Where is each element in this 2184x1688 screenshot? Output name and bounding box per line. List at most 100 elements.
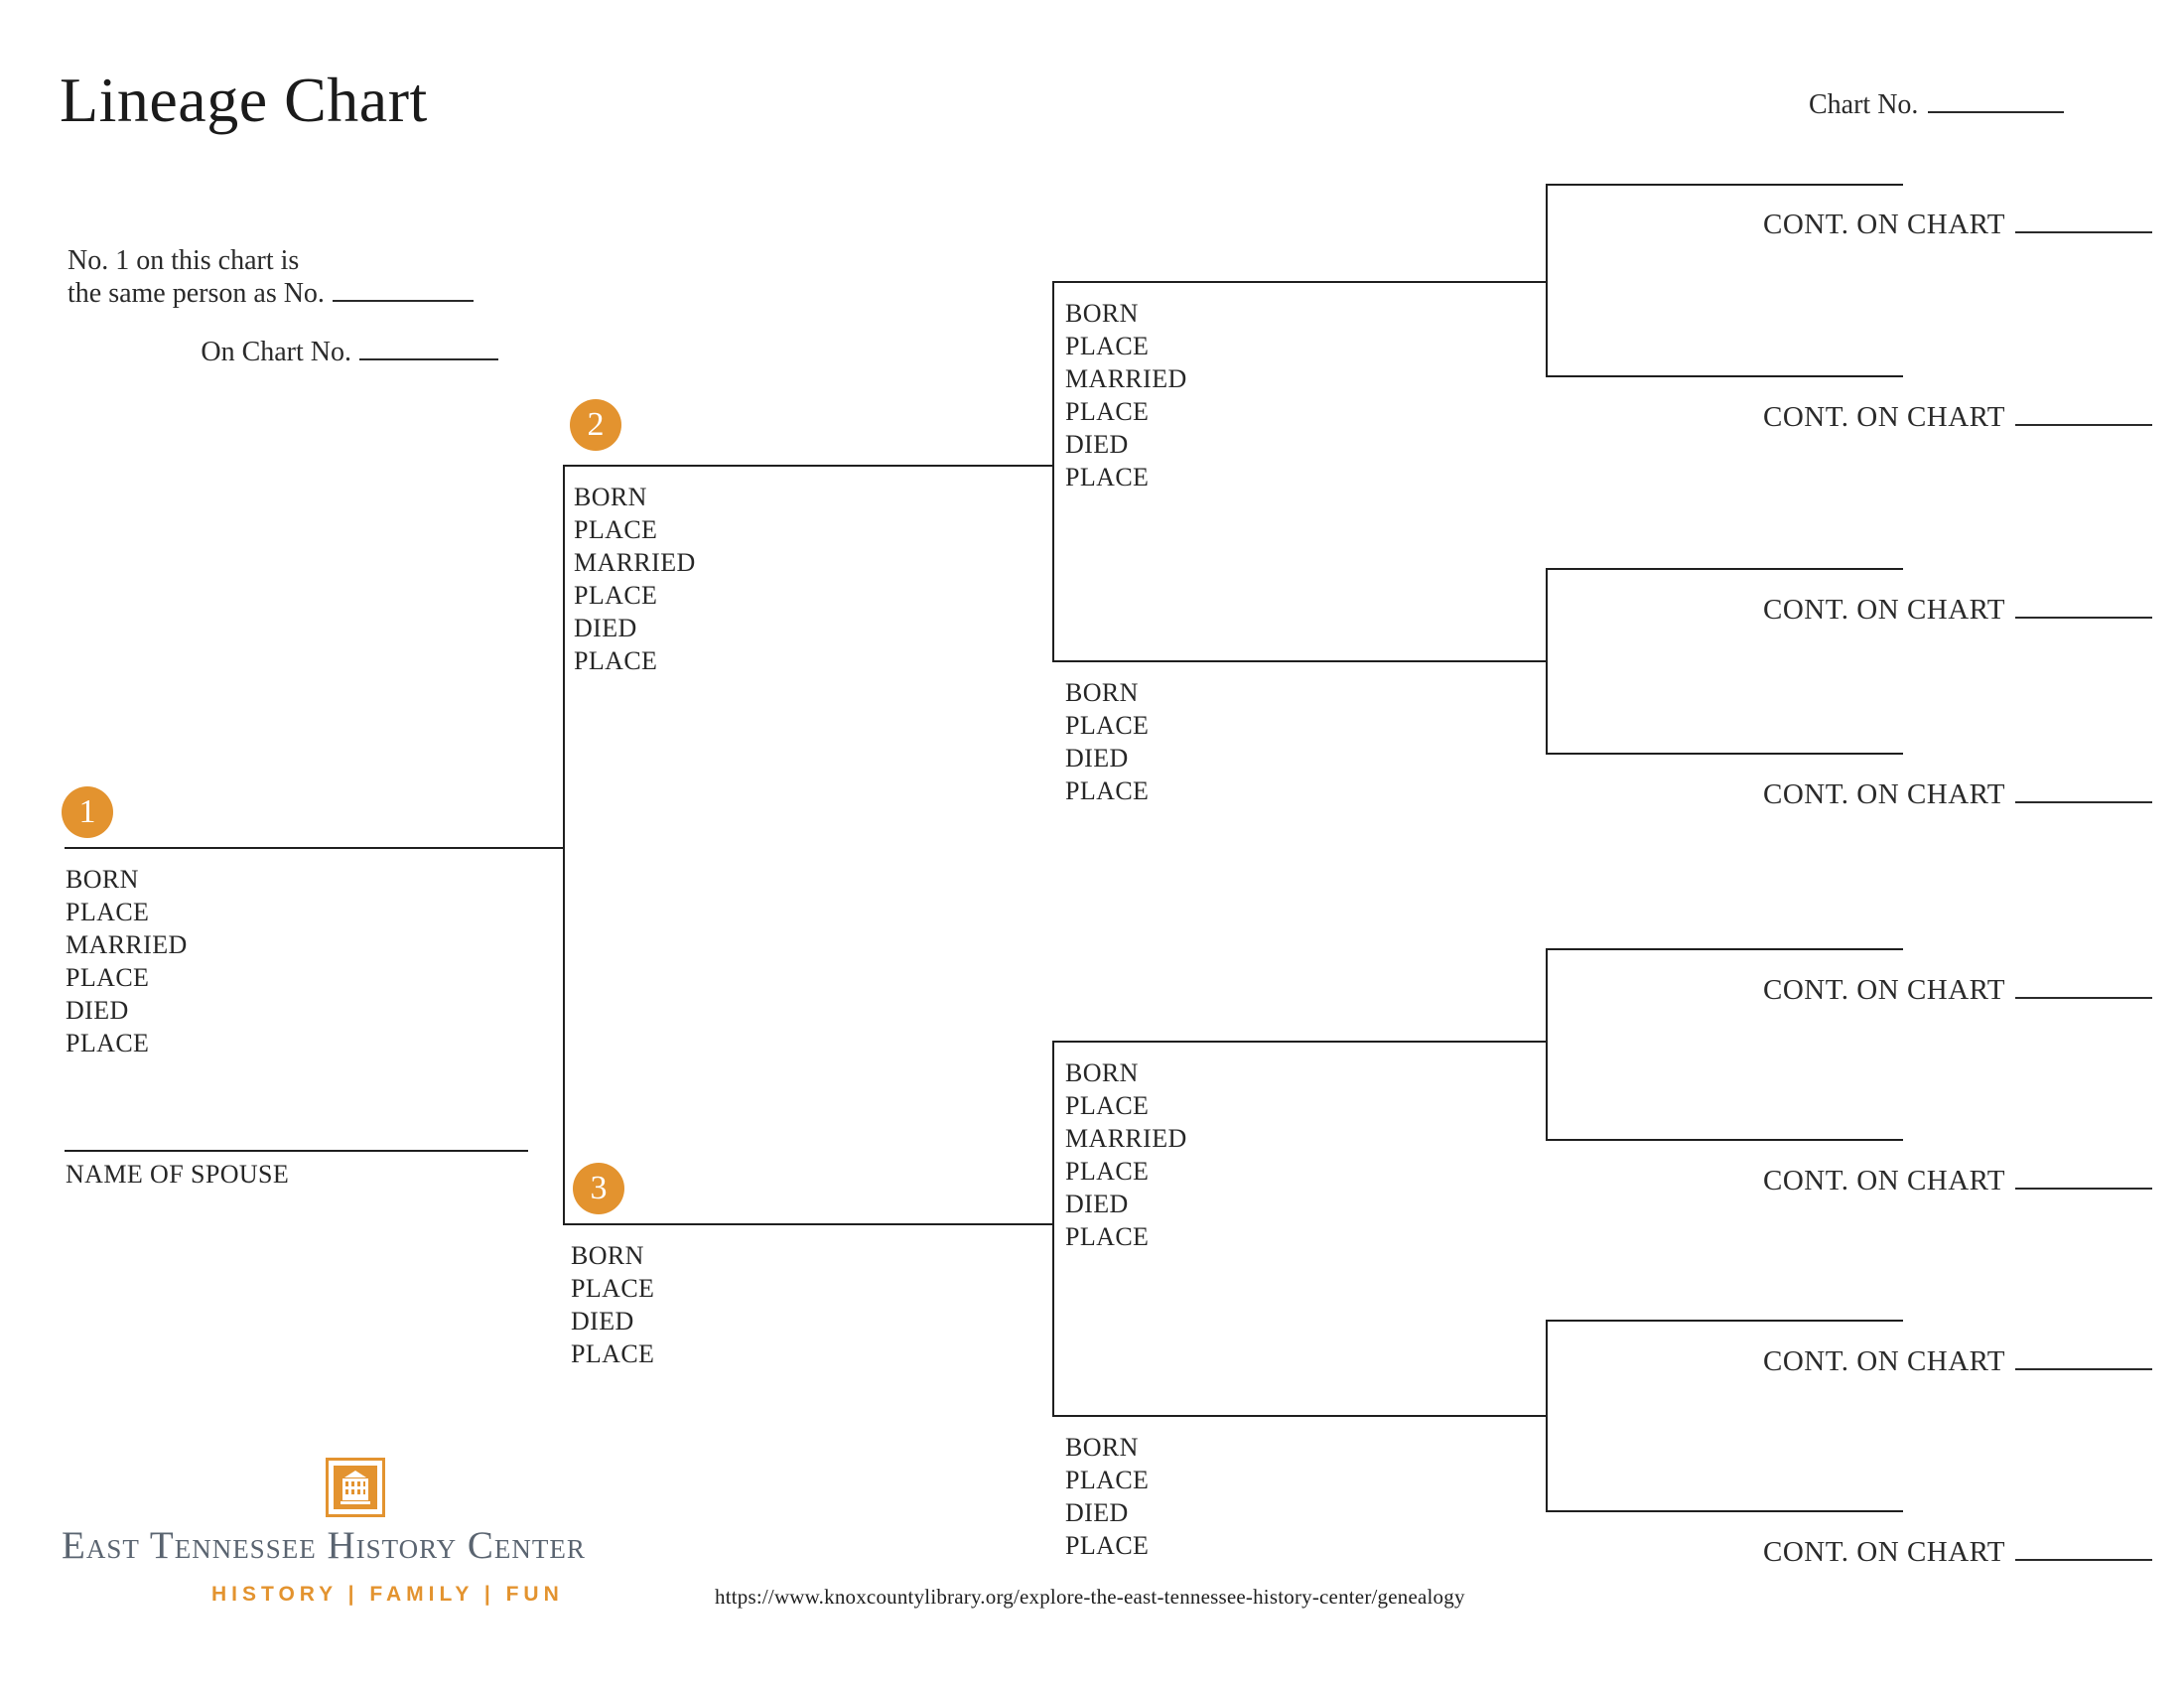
cont-on-chart-entry-5: CONT. ON CHART — [1688, 974, 2152, 1007]
cont-on-chart-entry-4: CONT. ON CHART — [1688, 778, 2152, 811]
field-label: PLACE — [1065, 1222, 1150, 1251]
field-label: PLACE — [574, 581, 658, 610]
spouse-label: NAME OF SPOUSE — [66, 1160, 290, 1189]
person-2-name-field[interactable] — [563, 465, 1052, 467]
field-label: PLACE — [1065, 1466, 1150, 1494]
bracket-3-bottom-line — [1546, 1139, 1903, 1141]
field-label: PLACE — [1065, 463, 1150, 492]
building-icon — [326, 1458, 385, 1517]
instruction-line-1: No. 1 on this chart is — [68, 245, 300, 276]
field-label: PLACE — [574, 646, 658, 675]
person-1-name-field[interactable] — [65, 847, 563, 849]
field-label: PLACE — [574, 515, 658, 544]
cont-on-chart-entry-6: CONT. ON CHART — [1688, 1165, 2152, 1197]
field-label: DIED — [1065, 1498, 1129, 1527]
bracket-2-top-line — [1546, 568, 1903, 570]
field-label: PLACE — [66, 898, 150, 926]
field-label: DIED — [66, 996, 129, 1025]
bracket-4-top-line — [1546, 1320, 1903, 1322]
field-label: PLACE — [1065, 332, 1150, 360]
same-person-no-field[interactable] — [332, 280, 474, 302]
instructions: No. 1 on this chart is the same person a… — [68, 244, 498, 368]
maternal-grandfather-name-field[interactable] — [1052, 1041, 1546, 1043]
paternal-grandfather-name-field[interactable] — [1052, 281, 1546, 283]
field-label: DIED — [1065, 430, 1129, 459]
person-1-field-labels: BORN PLACE MARRIED PLACE DIED PLACE — [66, 863, 188, 1059]
bracket-3-vertical — [1546, 948, 1548, 1141]
bracket-2-bottom-line — [1546, 753, 1903, 755]
paternal-grandmother-name-field[interactable] — [1052, 660, 1546, 662]
field-label: BORN — [66, 865, 139, 894]
cont-chart-no-field-6[interactable] — [2015, 1166, 2152, 1190]
cont-on-chart-entry-2: CONT. ON CHART — [1688, 401, 2152, 434]
field-label: PLACE — [1065, 776, 1150, 805]
bracket-2-vertical — [1546, 568, 1548, 755]
field-label: PLACE — [66, 963, 150, 992]
field-label: PLACE — [66, 1029, 150, 1057]
field-label: BORN — [1065, 299, 1139, 328]
bracket-3-top-line — [1546, 948, 1903, 950]
maternal-grandmother-name-field[interactable] — [1052, 1415, 1546, 1417]
bracket-4-vertical — [1546, 1320, 1548, 1512]
field-label: PLACE — [1065, 1157, 1150, 1186]
field-label: MARRIED — [1065, 1124, 1187, 1153]
chart-number-label: Chart No. — [1809, 89, 1919, 120]
cont-on-chart-entry-3: CONT. ON CHART — [1688, 594, 2152, 627]
field-label: BORN — [1065, 1058, 1139, 1087]
bracket-1-bottom-line — [1546, 375, 1903, 377]
connector-parents-of-2 — [1052, 281, 1054, 662]
connector-parents-of-1 — [563, 465, 565, 1225]
chart-number-group: Chart No. — [1809, 87, 2065, 121]
cont-chart-no-field-7[interactable] — [2015, 1346, 2152, 1370]
spouse-name-field[interactable] — [65, 1150, 528, 1152]
chart-number-field[interactable] — [1928, 87, 2065, 113]
cont-chart-no-field-2[interactable] — [2015, 402, 2152, 426]
cont-chart-no-field-8[interactable] — [2015, 1537, 2152, 1561]
field-label: PLACE — [571, 1339, 655, 1368]
person-1-number-badge: 1 — [62, 786, 113, 838]
on-chart-no-field[interactable] — [359, 339, 498, 360]
field-label: PLACE — [1065, 1091, 1150, 1120]
person-3-name-field[interactable] — [563, 1223, 1052, 1225]
field-label: BORN — [1065, 678, 1139, 707]
bracket-4-bottom-line — [1546, 1510, 1903, 1512]
cont-chart-no-field-4[interactable] — [2015, 779, 2152, 803]
field-label: MARRIED — [1065, 364, 1187, 393]
source-url: https://www.knoxcountylibrary.org/explor… — [715, 1585, 1465, 1609]
page-title: Lineage Chart — [60, 65, 428, 135]
field-label: PLACE — [1065, 397, 1150, 426]
field-label: DIED — [571, 1307, 634, 1336]
bracket-1-top-line — [1546, 184, 1903, 186]
field-label: DIED — [1065, 744, 1129, 773]
field-label: BORN — [571, 1241, 644, 1270]
org-name: East Tennessee History Center — [62, 1524, 586, 1567]
cont-chart-no-field-3[interactable] — [2015, 595, 2152, 619]
field-label: PLACE — [571, 1274, 655, 1303]
field-label: MARRIED — [574, 548, 696, 577]
field-label: BORN — [574, 483, 647, 511]
field-label: PLACE — [1065, 711, 1150, 740]
connector-parents-of-3 — [1052, 1041, 1054, 1417]
cont-chart-no-field-5[interactable] — [2015, 975, 2152, 999]
person-3-number-badge: 3 — [573, 1163, 624, 1214]
field-label: PLACE — [1065, 1531, 1150, 1560]
field-label: MARRIED — [66, 930, 188, 959]
cont-on-chart-entry-8: CONT. ON CHART — [1688, 1536, 2152, 1569]
maternal-grandmother-field-labels: BORN PLACE DIED PLACE — [1065, 1431, 1149, 1562]
cont-on-chart-entry-7: CONT. ON CHART — [1688, 1345, 2152, 1378]
cont-chart-no-field-1[interactable] — [2015, 210, 2152, 233]
maternal-grandfather-field-labels: BORN PLACE MARRIED PLACE DIED PLACE — [1065, 1056, 1187, 1253]
cont-on-chart-entry-1: CONT. ON CHART — [1688, 209, 2152, 241]
instruction-line-3: On Chart No. — [68, 336, 498, 368]
bracket-1-vertical — [1546, 184, 1548, 377]
org-tagline: HISTORY | FAMILY | FUN — [211, 1583, 564, 1606]
field-label: DIED — [1065, 1190, 1129, 1218]
person-2-number-badge: 2 — [570, 399, 621, 451]
field-label: BORN — [1065, 1433, 1139, 1462]
paternal-grandfather-field-labels: BORN PLACE MARRIED PLACE DIED PLACE — [1065, 297, 1187, 493]
person-3-field-labels: BORN PLACE DIED PLACE — [571, 1239, 654, 1370]
paternal-grandmother-field-labels: BORN PLACE DIED PLACE — [1065, 676, 1149, 807]
instruction-line-2: the same person as No. — [68, 277, 498, 310]
